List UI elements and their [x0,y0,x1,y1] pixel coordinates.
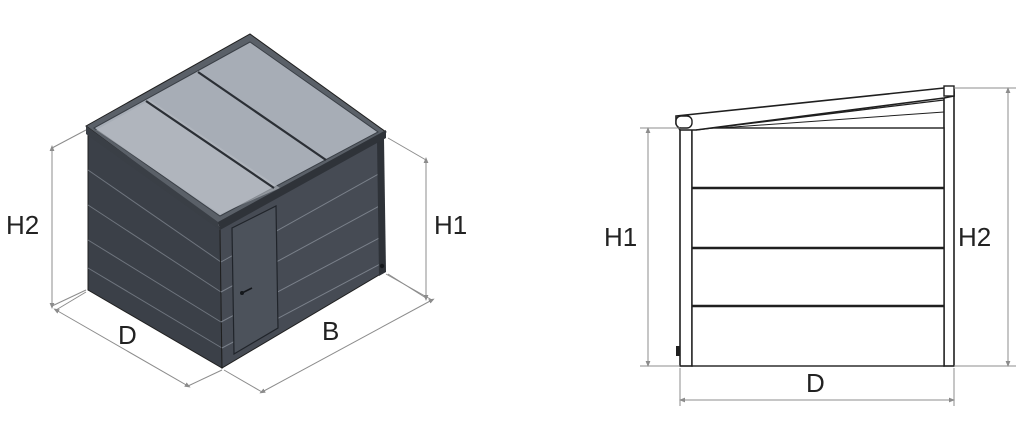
side-bottom-bracket [676,346,680,356]
iso-dim-d [53,291,223,388]
side-dim-d [679,368,955,406]
side-right-post [943,91,955,367]
iso-roof-side-edge [86,126,220,230]
side-roof-end-cap [675,115,693,129]
door-handle-icon [240,287,253,295]
iso-side-wall-panels [87,169,223,349]
iso-roof-dividers [145,71,327,189]
iso-label-h2: H2 [6,210,39,240]
side-label-d: D [806,368,825,398]
side-wall-panels [692,186,944,308]
side-label-h2: H2 [958,222,991,252]
iso-dim-b [223,273,435,394]
iso-roof-glass-highlight [96,100,280,214]
iso-door [231,205,279,356]
side-roof-right-cap [943,85,955,97]
side-left-post [679,125,693,367]
iso-corner-post [377,138,386,276]
iso-dim-h1 [387,137,429,301]
side-dim-h1 [640,127,680,367]
iso-label-d: D [118,320,137,350]
iso-roof-front-edge [218,130,386,230]
iso-dim-h2 [49,129,87,309]
iso-label-h1: H1 [434,210,467,240]
side-dim-h2 [954,87,1016,367]
side-label-h1: H1 [604,222,637,252]
isometric-view: H2 H1 D B [6,33,467,394]
iso-post-bolt [379,263,385,269]
side-roof-beam [675,87,955,131]
side-view: H1 H2 D [604,85,1016,406]
iso-label-b: B [322,316,339,346]
